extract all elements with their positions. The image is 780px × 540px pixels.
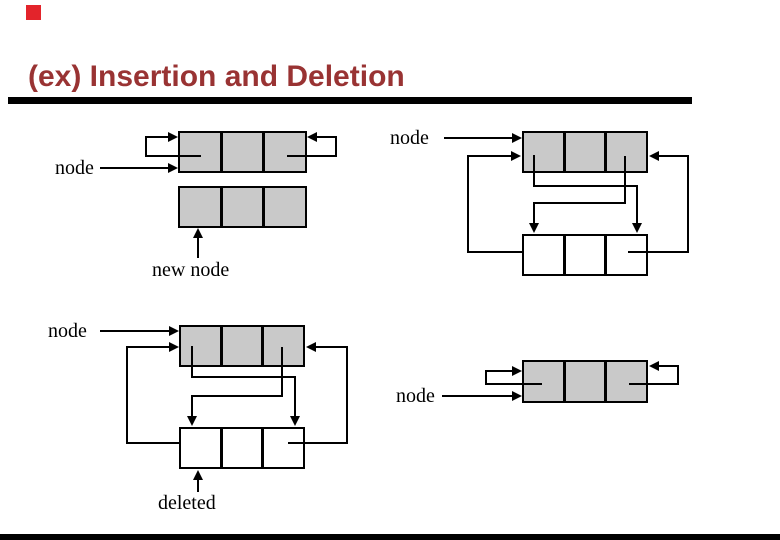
node-pointer-line [442,395,512,397]
title-underline [8,97,692,104]
arrowhead-right [168,132,178,142]
arrowhead-left [307,132,317,142]
llink-cell [524,362,563,401]
rlink-drop-line [191,395,193,416]
arrowhead-right [169,326,179,336]
bottom-border [0,534,780,540]
arrowhead-down [632,223,642,233]
backlink-left-vertical-line [126,346,128,443]
return-loop-top-line [659,155,688,157]
data-cell [219,327,265,365]
deleted-node-box [179,427,305,469]
arrowhead-down [529,223,539,233]
right-loop-top-line [659,365,679,367]
right-loop-vertical-line [335,136,337,157]
inserted-node-box [522,234,648,276]
backlink-entry-line [127,346,169,348]
arrowhead-down [187,416,197,426]
rlink-cell [607,362,646,401]
list-node-box [178,131,307,173]
left-loop-top-line [486,370,512,372]
rlink-cross-line [191,395,283,397]
arrowhead-right [512,366,522,376]
right-loop-bottom-line [287,155,337,157]
right-loop-vertical-line [677,365,679,385]
node-pointer-line [444,137,512,139]
rlink-drop-line [533,202,535,223]
llink-drop-line [636,185,638,223]
deleted-label: deleted [158,492,216,514]
rlink-down-line [624,156,626,203]
return-loop-bottom-line [288,442,348,444]
arrowhead-right [168,163,178,173]
node-pointer-label: node [390,127,429,149]
llink-drop-line [294,376,296,416]
accent-square [26,5,41,20]
arrowhead-right [511,151,521,161]
data-cell [562,362,608,401]
node-pointer-line [100,167,168,169]
backlink-entry-line [468,155,511,157]
node-pointer-label: node [396,385,435,407]
right-loop-bottom-line [629,383,679,385]
arrowhead-down [290,416,300,426]
return-loop-top-line [316,346,347,348]
llink-cross-line [533,185,638,187]
llink-down-line [533,155,535,186]
arrowhead-right [512,133,522,143]
right-loop-top-line [317,136,337,138]
left-loop-bottom-line [485,383,542,385]
list-node-box [522,360,648,403]
arrowhead-up [193,228,203,238]
data-cell [219,133,266,171]
left-loop-vertical-line [145,136,147,157]
llink-cross-line [191,376,296,378]
left-loop-bottom-line [145,155,201,157]
list-node-box [179,325,305,367]
return-loop-vertical-line [346,346,348,443]
return-loop-bottom-line [628,251,689,253]
deleted-pointer-line [197,479,199,492]
arrowhead-right [512,391,522,401]
new-node-pointer-line [197,237,199,258]
rlink-down-line [281,347,283,396]
node-pointer-label: node [55,157,94,179]
rlink-cross-line [533,202,626,204]
backlink-left-bottom-line [126,442,199,444]
node-pointer-label: node [48,320,87,342]
llink-down-line [191,346,193,377]
backlink-left-bottom-line [467,251,547,253]
data-cell [562,133,608,171]
arrowhead-left [649,361,659,371]
slide-title: (ex) Insertion and Deletion [28,60,405,93]
data-cell [219,429,265,467]
node-pointer-line [100,330,169,332]
list-node-box [522,131,648,173]
return-loop-vertical-line [687,155,689,252]
arrowhead-left [649,151,659,161]
arrowhead-left [306,342,316,352]
arrowhead-right [169,342,179,352]
left-loop-top-line [145,136,170,138]
new-node-box [178,186,307,228]
new-node-label: new node [152,259,230,281]
left-loop-vertical-line [485,370,487,385]
data-cell [562,236,608,274]
backlink-left-vertical-line [467,155,469,252]
data-cell [219,188,266,226]
arrowhead-up [193,470,203,480]
